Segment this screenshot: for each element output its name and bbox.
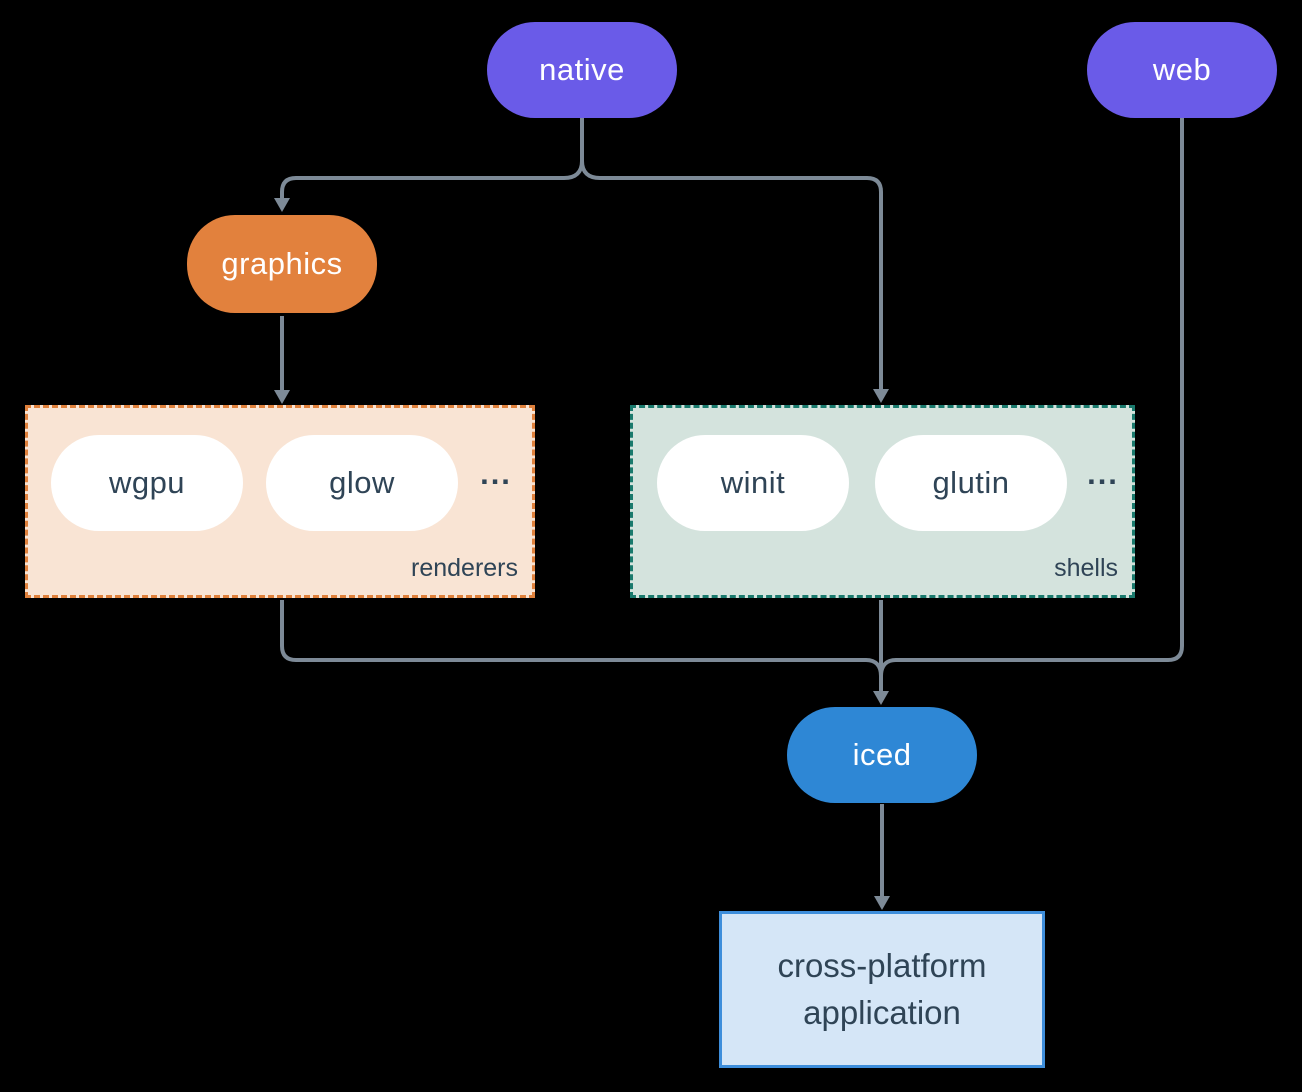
pill-glutin: glutin xyxy=(875,435,1067,531)
arrowhead-graphics xyxy=(274,198,290,212)
pill-winit-label: winit xyxy=(720,465,786,500)
arrowhead-shells xyxy=(873,389,889,403)
renderers-label: renderers xyxy=(411,554,518,582)
pill-glutin-label: glutin xyxy=(932,465,1010,500)
pill-wgpu: wgpu xyxy=(51,435,243,531)
arrowhead-iced xyxy=(873,691,889,705)
node-graphics: graphics xyxy=(187,215,377,313)
pill-glow-label: glow xyxy=(329,465,395,500)
shells-label: shells xyxy=(1054,554,1118,582)
renderers-ellipsis: ... xyxy=(480,456,512,491)
pill-winit: winit xyxy=(657,435,849,531)
node-iced: iced xyxy=(787,707,977,803)
edge-split-shells xyxy=(580,160,883,389)
node-native: native xyxy=(487,22,677,118)
pill-wgpu-label: wgpu xyxy=(108,465,186,500)
arrowhead-app xyxy=(874,896,890,910)
arrowhead-renderers xyxy=(274,390,290,404)
shells-ellipsis: ... xyxy=(1087,456,1119,491)
node-web-label: web xyxy=(1152,52,1212,87)
group-renderers: wgpu glow ... renderers xyxy=(25,405,535,598)
group-shells: winit glutin ... shells xyxy=(630,405,1135,598)
node-app-label: cross-platform application xyxy=(777,946,987,1031)
node-web: web xyxy=(1087,22,1277,118)
node-native-label: native xyxy=(539,52,625,87)
pill-glow: glow xyxy=(266,435,458,531)
node-app: cross-platform application xyxy=(719,911,1045,1068)
node-iced-label: iced xyxy=(852,737,912,772)
edge-split-graphics xyxy=(280,160,584,198)
node-graphics-label: graphics xyxy=(221,246,343,281)
edge-renderers-merge xyxy=(280,600,883,677)
